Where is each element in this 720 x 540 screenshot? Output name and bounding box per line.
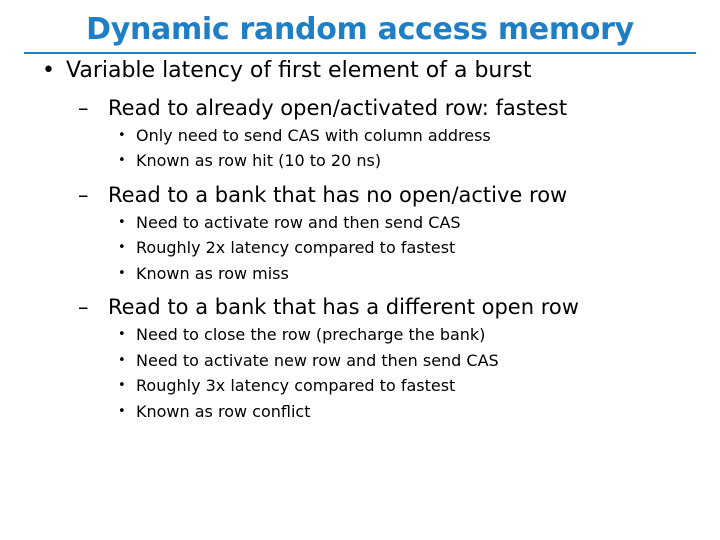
- bullet-dot-icon: •: [118, 240, 126, 256]
- outline-level3-list: • Need to close the row (precharge the b…: [0, 325, 720, 422]
- list-item: – Read to a bank that has no open/active…: [0, 182, 720, 208]
- list-item: • Need to activate new row and then send…: [0, 351, 720, 371]
- list-item: • Need to activate row and then send CAS: [0, 213, 720, 233]
- list-item-label: Read to a bank that has no open/active r…: [108, 182, 568, 207]
- bullet-dot-icon: •: [118, 352, 126, 368]
- list-item: • Need to close the row (precharge the b…: [0, 325, 720, 345]
- bullet-dot-icon: •: [118, 265, 126, 281]
- bullet-dot-icon: •: [118, 403, 126, 419]
- bullet-dash-icon: –: [78, 182, 89, 207]
- list-item: – Read to already open/activated row: fa…: [0, 95, 720, 121]
- list-item-label: Known as row miss: [136, 263, 289, 283]
- list-item-label: Roughly 2x latency compared to fastest: [136, 238, 456, 258]
- bullet-dash-icon: –: [78, 295, 89, 320]
- list-item-label: Variable latency of first element of a b…: [66, 58, 532, 83]
- slide-body: • Variable latency of first element of a…: [0, 58, 720, 422]
- list-item: • Variable latency of first element of a…: [0, 58, 720, 85]
- list-item-label: Roughly 3x latency compared to fastest: [136, 376, 456, 396]
- page-title: Dynamic random access memory: [86, 12, 634, 47]
- bullet-dash-icon: –: [78, 95, 89, 120]
- list-item: • Roughly 3x latency compared to fastest: [0, 376, 720, 396]
- list-item: • Known as row conflict: [0, 402, 720, 422]
- outline-level3-list: • Only need to send CAS with column addr…: [0, 126, 720, 172]
- list-item: • Known as row hit (10 to 20 ns): [0, 151, 720, 171]
- bullet-dot-icon: •: [118, 214, 126, 230]
- list-item-label: Need to close the row (precharge the ban…: [136, 325, 486, 345]
- list-item-label: Read to already open/activated row: fast…: [108, 95, 568, 120]
- list-item-label: Need to activate row and then send CAS: [136, 212, 461, 232]
- outline-level2-list: – Read to a bank that has a different op…: [0, 294, 720, 320]
- outline-level1-list: • Variable latency of first element of a…: [0, 58, 720, 85]
- list-item-label: Known as row conflict: [136, 401, 311, 421]
- bullet-dot-icon: •: [118, 327, 126, 343]
- outline-level2-list: – Read to already open/activated row: fa…: [0, 95, 720, 121]
- list-item: • Only need to send CAS with column addr…: [0, 126, 720, 146]
- bullet-dot-icon: •: [42, 58, 55, 83]
- outline-level2-list: – Read to a bank that has no open/active…: [0, 182, 720, 208]
- list-item: • Known as row miss: [0, 264, 720, 284]
- list-item-label: Need to activate new row and then send C…: [136, 350, 499, 370]
- list-item: – Read to a bank that has a different op…: [0, 294, 720, 320]
- list-item-label: Read to a bank that has a different open…: [108, 295, 579, 320]
- bullet-dot-icon: •: [118, 127, 126, 143]
- bullet-dot-icon: •: [118, 378, 126, 394]
- bullet-dot-icon: •: [118, 153, 126, 169]
- list-item-label: Only need to send CAS with column addres…: [136, 125, 491, 145]
- list-item: • Roughly 2x latency compared to fastest: [0, 238, 720, 258]
- list-item-label: Known as row hit (10 to 20 ns): [136, 151, 382, 171]
- title-underline-rule: [24, 52, 696, 54]
- outline-level3-list: • Need to activate row and then send CAS…: [0, 213, 720, 284]
